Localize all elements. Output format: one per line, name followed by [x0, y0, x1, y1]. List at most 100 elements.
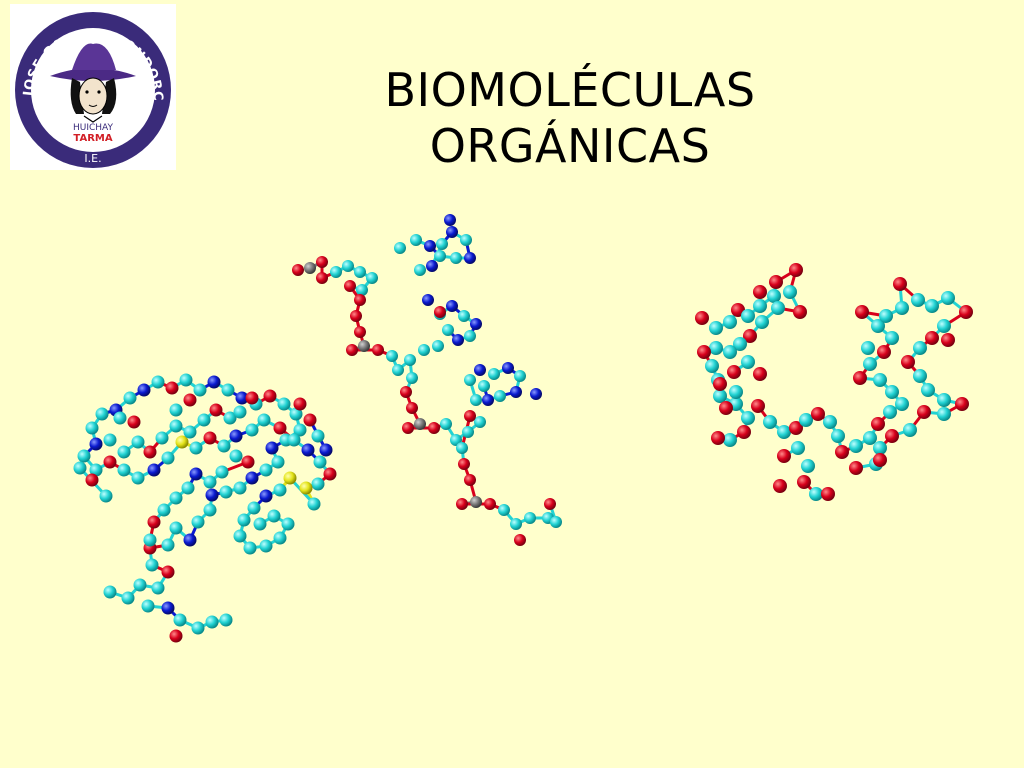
atom: [783, 285, 797, 299]
atom: [316, 272, 328, 284]
atom: [131, 471, 145, 485]
atom: [514, 534, 526, 546]
atom: [259, 539, 273, 553]
atom: [203, 475, 217, 489]
atom: [394, 242, 406, 254]
atom: [263, 389, 277, 403]
atom: [524, 512, 536, 524]
atom: [937, 319, 951, 333]
atom: [271, 455, 285, 469]
atom: [293, 397, 307, 411]
atom: [474, 364, 486, 376]
atom: [464, 330, 476, 342]
atom: [464, 474, 476, 486]
atom: [446, 300, 458, 312]
atom: [514, 370, 526, 382]
atom: [789, 263, 803, 277]
atom: [849, 439, 863, 453]
atom: [410, 234, 422, 246]
atom: [89, 437, 103, 451]
atom: [123, 391, 137, 405]
atom: [247, 501, 261, 515]
polysaccharide-molecule: [695, 263, 973, 501]
atom: [169, 491, 183, 505]
atom: [223, 411, 237, 425]
atom: [911, 293, 925, 307]
atom: [705, 359, 719, 373]
atom: [191, 515, 205, 529]
atom: [233, 529, 247, 543]
atom: [103, 455, 117, 469]
atom: [161, 538, 175, 552]
atom: [203, 431, 217, 445]
atom: [753, 367, 767, 381]
atom: [350, 310, 362, 322]
atom: [917, 405, 931, 419]
atom: [257, 413, 271, 427]
atom: [287, 433, 301, 447]
atom: [458, 458, 470, 470]
atom: [921, 383, 935, 397]
atom: [470, 496, 482, 508]
atom: [85, 473, 99, 487]
atom: [165, 381, 179, 395]
atom: [470, 394, 482, 406]
atom: [121, 591, 135, 605]
atom: [861, 341, 875, 355]
atom: [885, 331, 899, 345]
atom: [289, 407, 303, 421]
atom: [452, 334, 464, 346]
atom: [743, 329, 757, 343]
atom: [175, 435, 189, 449]
atom: [895, 397, 909, 411]
atom: [709, 321, 723, 335]
atom: [428, 422, 440, 434]
atom: [404, 354, 416, 366]
atom: [442, 324, 454, 336]
atom: [530, 388, 542, 400]
atom: [713, 377, 727, 391]
school-logo: JOSE GABRIEL CONDORCANQUI I.E. HUICHAY T…: [4, 0, 176, 170]
atom: [209, 403, 223, 417]
atom: [316, 256, 328, 268]
atom: [835, 445, 849, 459]
slide-title: BIOMOLÉCULAS ORGÁNICAS: [310, 62, 830, 174]
atom: [273, 421, 287, 435]
atom: [871, 417, 885, 431]
atom: [303, 413, 317, 427]
atom: [925, 299, 939, 313]
atom: [265, 441, 279, 455]
atom: [959, 305, 973, 319]
atom: [885, 429, 899, 443]
atom: [235, 391, 249, 405]
atom: [797, 475, 811, 489]
atom: [293, 423, 307, 437]
atom: [414, 264, 426, 276]
atom: [301, 443, 315, 457]
logo-emblem: JOSE GABRIEL CONDORCANQUI I.E. HUICHAY T…: [4, 0, 171, 168]
atom: [161, 451, 175, 465]
atom: [281, 517, 295, 531]
atom: [450, 252, 462, 264]
atom: [127, 415, 141, 429]
atom: [191, 621, 205, 635]
atom: [169, 521, 183, 535]
atom: [183, 533, 197, 547]
atom: [77, 449, 91, 463]
atom: [147, 463, 161, 477]
atom: [207, 375, 221, 389]
atom: [183, 425, 197, 439]
atom: [155, 431, 169, 445]
atom: [695, 311, 709, 325]
atom: [323, 467, 337, 481]
atom: [143, 533, 157, 547]
atom: [366, 272, 378, 284]
atom: [205, 488, 219, 502]
atom: [550, 516, 562, 528]
atom: [462, 426, 474, 438]
atom: [143, 445, 157, 459]
atom: [145, 558, 159, 572]
atom: [484, 498, 496, 510]
atom: [245, 391, 259, 405]
